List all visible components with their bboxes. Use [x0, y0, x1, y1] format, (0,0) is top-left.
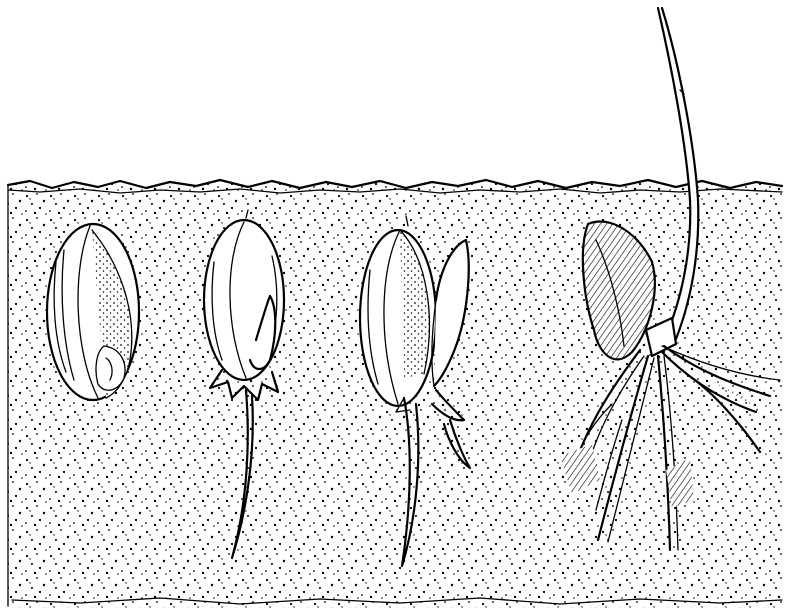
seed-stage-1 [47, 224, 139, 400]
